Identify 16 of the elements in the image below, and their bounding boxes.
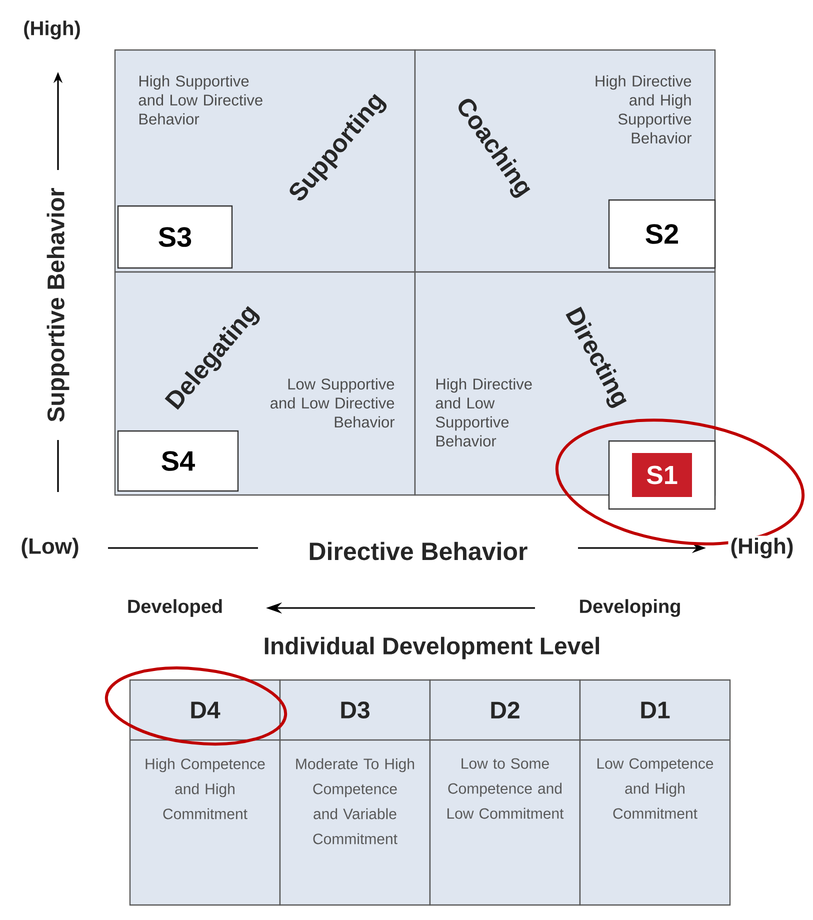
scale-label: Developed [124, 597, 226, 619]
scale-label: Developing [576, 597, 684, 619]
level-column: D2 Low to Some Competence and Low Commitment [429, 679, 581, 906]
style-label-box: S2 [608, 199, 716, 269]
level-column: D1 Low Competence and High Commitment [579, 679, 731, 906]
style-label-box: S1 [608, 440, 716, 510]
style-label-box: S4 [117, 430, 239, 492]
level-column: D4 High Competence and High Commitment [129, 679, 281, 906]
scale-title: Individual Development Level [261, 634, 603, 662]
style-label-box: S3 [117, 205, 233, 269]
axis-label: (High) [21, 18, 83, 42]
axis-title: Supportive Behavior [44, 186, 72, 424]
level-column: D3 Moderate To High Competence and Variable Commitment [279, 679, 431, 906]
axis-label: (High) [728, 536, 796, 560]
axis-label: (Low) [18, 536, 82, 560]
axis-title: Directive Behavior [306, 540, 530, 562]
